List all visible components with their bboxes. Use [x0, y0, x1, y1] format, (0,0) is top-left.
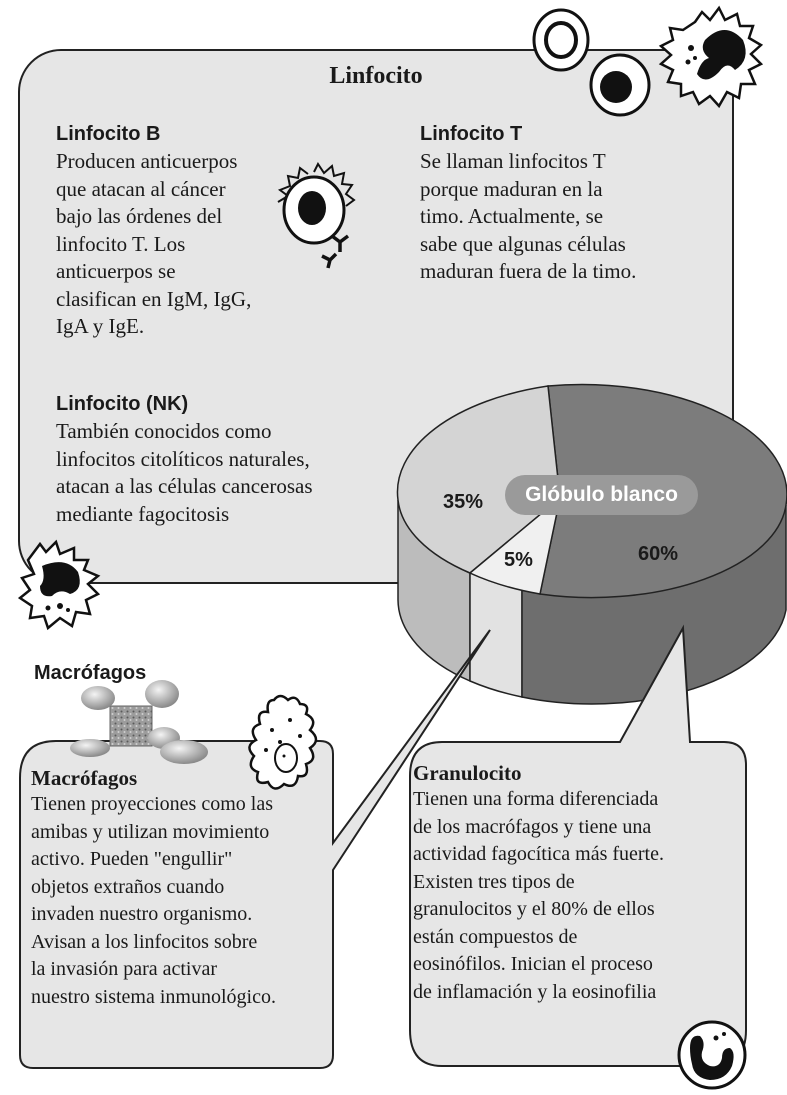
b-cell-section: Linfocito B Producen anticuerpos que ata… — [56, 122, 306, 341]
text-line: granulocitos y el 80% de ellos — [413, 898, 655, 920]
nk-cell-text: También conocidos como linfocitos citolí… — [56, 418, 396, 528]
text-line: IgA y IgE. — [56, 314, 145, 338]
pie-value-lymphocyte: 35% — [443, 491, 484, 513]
text-line: timo. Actualmente, se — [420, 204, 604, 228]
pie-side-white — [469, 571, 523, 698]
text-line: linfocito T. Los — [56, 231, 186, 256]
pie-label: Glóbulo blanco — [525, 483, 678, 506]
text-line: Tienen proyecciones como las — [31, 793, 273, 815]
text-line: están compuestos de — [413, 925, 578, 948]
granulocyte-cell-icon — [677, 1020, 747, 1090]
b-cell-icon — [277, 162, 356, 269]
text-line: objetos extraños cuando — [31, 875, 225, 898]
macrophage-section: Macrófagos Tienen proyecciones como las … — [31, 765, 331, 1011]
text-line: Tienen una forma diferenciada — [413, 788, 659, 810]
granulocyte-heading: Granulocito — [413, 761, 522, 785]
text-line: amibas y utilizan movimiento — [31, 820, 270, 843]
text-line: maduran fuera de la timo. — [420, 259, 637, 283]
top-cells-illustration — [532, 5, 764, 117]
text-line: sabe que algunas células — [420, 231, 626, 256]
t-cell-text: Se llaman linfocitos T porque maduran en… — [420, 148, 720, 286]
macrophage-callout — [19, 629, 491, 1069]
pie-value-macrophage: 5% — [504, 549, 533, 571]
t-cell-section: Linfocito T Se llaman linfocitos T porqu… — [420, 122, 720, 286]
text-line: de inflamación y la eosinofilia — [413, 980, 657, 1003]
text-line: Producen anticuerpos — [56, 149, 238, 173]
text-line: de los macrófagos y tiene una — [413, 815, 652, 838]
text-line: Se llaman linfocitos T — [420, 149, 606, 173]
text-line: atacan a las células cancerosas — [56, 474, 313, 498]
granulocyte-text: Tienen una forma diferenciada de los mac… — [413, 786, 743, 1006]
white-blood-cell-pie — [396, 383, 787, 705]
text-line: eosinófilos. Inician el proceso — [413, 953, 653, 975]
pie-value-granulocyte: 60% — [638, 543, 679, 565]
text-line: mediante fagocitosis — [56, 501, 230, 526]
b-cell-heading: Linfocito B — [56, 123, 161, 145]
macrophage-cell-icon — [18, 539, 101, 631]
t-cell-heading: Linfocito T — [420, 123, 523, 145]
text-line: actividad fagocítica más fuerte. — [413, 843, 664, 865]
text-line: bajo las órdenes del — [56, 204, 223, 228]
text-line: invaden nuestro organismo. — [31, 903, 253, 925]
nk-cell-heading: Linfocito (NK) — [56, 393, 189, 415]
text-line: la invasión para activar — [31, 958, 218, 980]
nk-cell-section: Linfocito (NK) También conocidos como li… — [56, 392, 396, 528]
pie-label-pill — [505, 475, 698, 515]
text-line: nuestro sistema inmunológico. — [31, 985, 276, 1008]
text-line: activo. Pueden "engullir" — [31, 848, 233, 870]
text-line: También conocidos como — [56, 419, 272, 443]
text-line: linfocitos citolíticos naturales, — [56, 446, 310, 471]
text-line: Existen tres tipos de — [413, 870, 575, 893]
macrophage-heading: Macrófagos — [31, 766, 138, 790]
text-line: anticuerpos se — [56, 259, 176, 283]
macrophage-illustration-label: Macrófagos — [34, 662, 147, 684]
pie-slice-macrophage — [468, 496, 562, 595]
macrophage-text: Tienen proyecciones como las amibas y ut… — [31, 791, 331, 1011]
text-line: clasifican en IgM, IgG, — [56, 286, 252, 311]
text-line: porque maduran en la — [420, 176, 603, 201]
pie-slice-lymphocyte — [396, 385, 561, 574]
macrophage-blobs-icon — [70, 680, 208, 764]
amoeba-macrophage-icon — [248, 694, 318, 790]
granulocyte-section: Granulocito Tienen una forma diferenciad… — [413, 760, 743, 1006]
lymphocyte-title: Linfocito — [329, 63, 423, 89]
text-line: Avisan a los linfocitos sobre — [31, 930, 258, 953]
text-line: que atacan al cáncer — [56, 176, 226, 201]
b-cell-text: Producen anticuerpos que atacan al cánce… — [56, 148, 306, 341]
